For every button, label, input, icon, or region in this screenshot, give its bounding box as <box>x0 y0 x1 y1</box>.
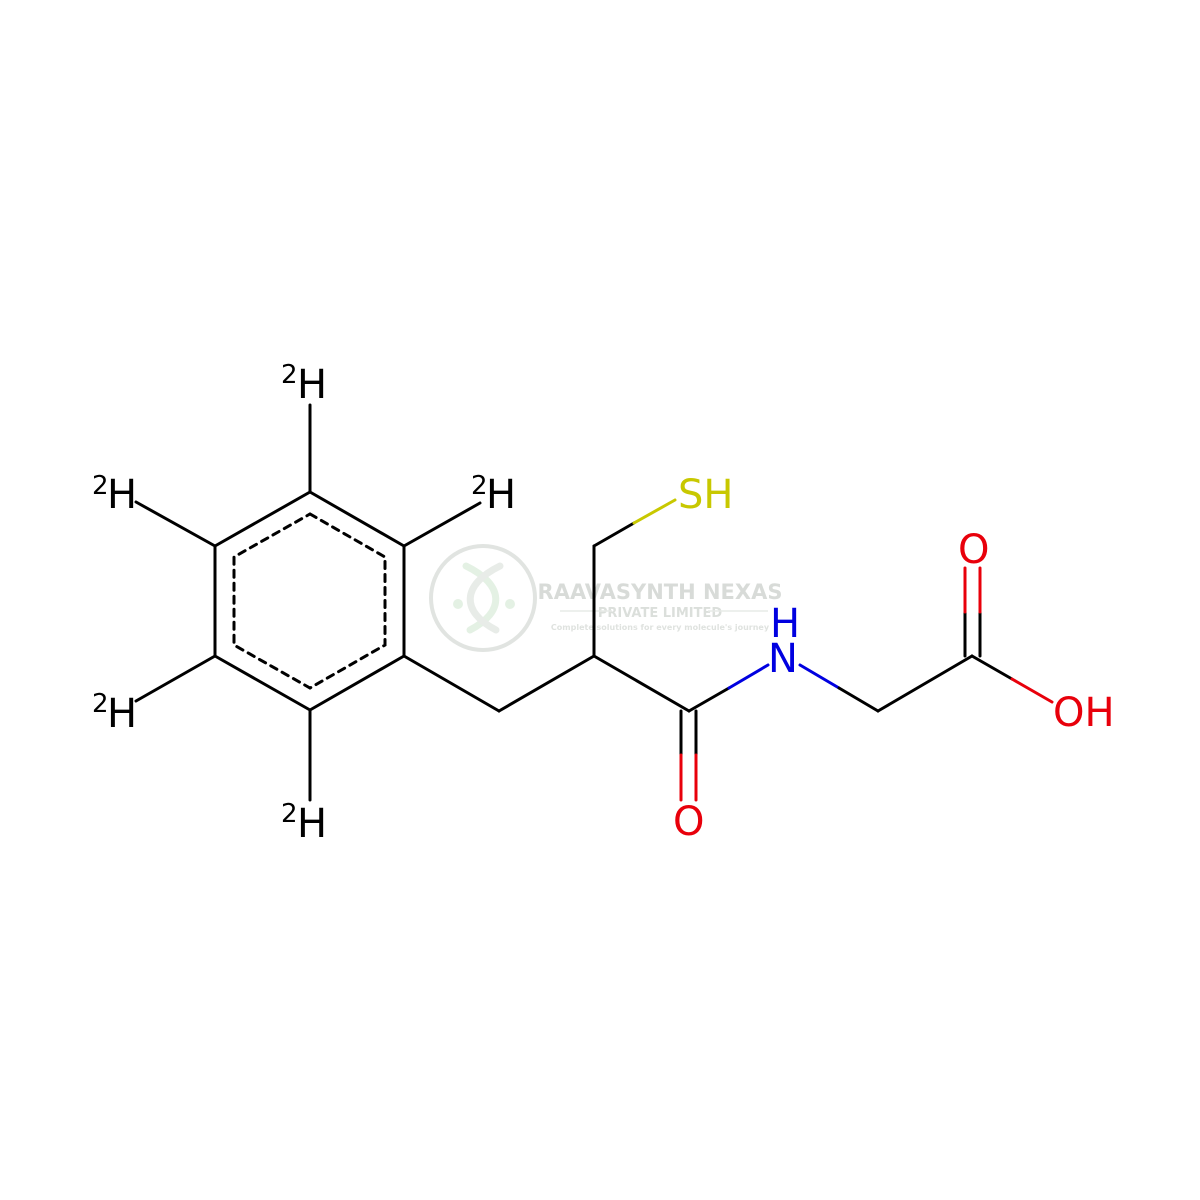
deuterium-top: 2 H <box>281 360 327 408</box>
deuterium-symbol: H <box>107 472 137 518</box>
amide-h-label: H <box>770 601 800 647</box>
isotope-mass: 2 <box>92 689 109 719</box>
bond-ch2s-s-b <box>632 498 677 525</box>
watermark-company: RAAVASYNTH NEXAS <box>538 580 783 604</box>
bond-ring-1 <box>308 490 406 548</box>
deuterium-symbol: H <box>486 472 516 518</box>
bonds <box>134 403 1054 802</box>
deuterium-symbol: H <box>107 691 137 737</box>
acid-carbonyl-o-label: O <box>958 527 989 573</box>
isotope-mass: 2 <box>281 799 298 829</box>
bond-c-n-b <box>727 663 770 690</box>
watermark-subtitle: PRIVATE LIMITED <box>598 606 723 621</box>
aromatic-inner-ring <box>232 512 387 690</box>
acid-hydroxyl-label: OH <box>1053 690 1115 736</box>
bond-n-ch2-a <box>798 663 841 690</box>
bond-ch2-ch <box>497 654 596 713</box>
deuterium-symbol: H <box>297 362 327 408</box>
isotope-mass: 2 <box>471 471 488 501</box>
isotope-mass: 2 <box>281 360 298 390</box>
bond-ch2-cooh <box>876 654 974 713</box>
bond-acid-coh-b <box>1010 677 1054 704</box>
carbonyl-o-label: O <box>673 799 704 845</box>
deuterium-upper-right: 2 H <box>471 471 516 518</box>
bond-ch-carbonyl <box>592 654 691 713</box>
bond-ring-3 <box>308 654 406 712</box>
watermark-tagline: Complete solutions for every molecule's … <box>551 623 770 632</box>
bond-ring-6 <box>213 490 312 548</box>
bond-cd-upper-left <box>134 500 217 548</box>
bond-c-n-a <box>687 686 731 713</box>
watermark-logo-ring <box>429 544 537 652</box>
isotope-mass: 2 <box>92 471 109 501</box>
deuterium-bottom: 2 H <box>281 799 327 847</box>
atom-labels: 2 H 2 H 2 H 2 H 2 H SH H N O O OH <box>92 360 1115 847</box>
thiol-label: SH <box>678 472 733 518</box>
bond-n-ch2-b <box>837 686 880 713</box>
bond-cd-upper-right <box>402 501 482 548</box>
bond-ch2s-s-a <box>592 521 636 548</box>
deuterium-lower-left: 2 H <box>92 689 137 737</box>
bond-ring-ch2 <box>402 654 501 713</box>
bond-ring-4 <box>213 654 312 712</box>
deuterium-upper-left: 2 H <box>92 471 137 518</box>
bond-cd-lower-left <box>134 654 217 703</box>
bond-acid-coh-a <box>970 654 1014 681</box>
dna-helix-icon <box>453 562 515 634</box>
watermark: RAAVASYNTH NEXAS PRIVATE LIMITED Complet… <box>429 544 783 652</box>
amide-n-label: N <box>768 636 798 682</box>
deuterium-symbol: H <box>297 801 327 847</box>
